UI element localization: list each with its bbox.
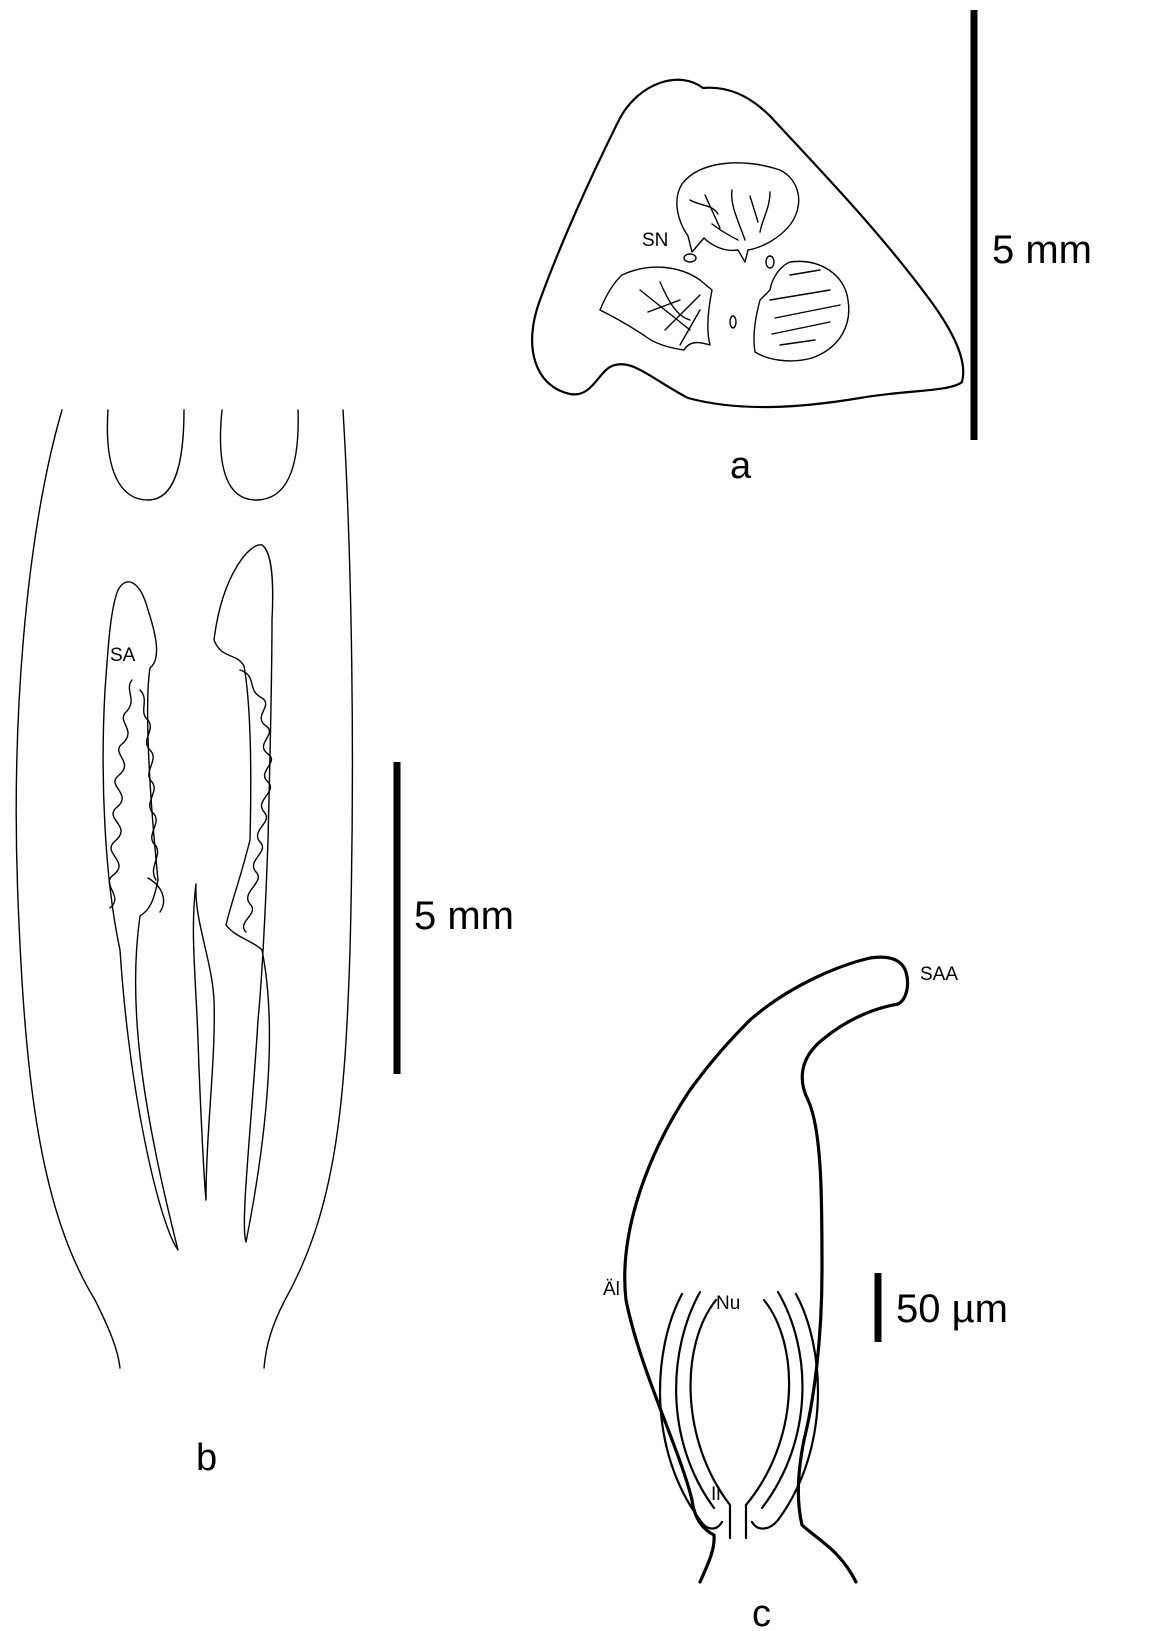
upper-lobe-left — [107, 410, 184, 500]
micropyle-lines — [730, 1505, 746, 1538]
central-mark-2 — [766, 256, 774, 268]
central-mark-1 — [684, 254, 696, 262]
panel-label-c: c — [752, 1593, 771, 1631]
scale-label-b: 5 mm — [414, 894, 514, 938]
left-locule-outline — [103, 582, 178, 1250]
central-mark-3 — [730, 316, 736, 328]
outer-wall-left — [16, 410, 120, 1368]
right-ovules — [240, 670, 271, 932]
scale-label-a: 5 mm — [992, 228, 1092, 272]
scale-label-c: 50 µm — [896, 1287, 1008, 1331]
label-sn: SN — [642, 230, 668, 251]
outer-integument-right — [752, 1294, 818, 1529]
label-sa: SA — [110, 645, 136, 666]
right-locule-outline — [214, 545, 273, 1242]
outer-wall-right — [264, 410, 352, 1368]
inner-integument-right — [762, 1292, 802, 1508]
locule-right-tissue — [770, 270, 840, 345]
ovule-outer-outline — [625, 957, 908, 1582]
panel-label-a: a — [730, 445, 752, 487]
nucellus-left — [691, 1300, 730, 1505]
panel-label-b: b — [196, 1437, 217, 1479]
cross-section-outline — [532, 80, 963, 407]
inner-integument-left — [676, 1292, 714, 1508]
panel-b: SA 5 mm b — [16, 410, 514, 1479]
upper-lobe-right — [220, 410, 298, 500]
label-saa: SAA — [920, 964, 958, 985]
label-ai: Äl — [603, 1279, 620, 1300]
label-nu: Nu — [716, 1293, 740, 1314]
locule-top-tissue — [690, 190, 770, 240]
panel-c: SAA Äl Nu Il 50 µm c — [603, 957, 1008, 1631]
locule-top — [677, 163, 799, 262]
central-column — [193, 884, 214, 1200]
locule-right — [754, 261, 849, 360]
panel-a: SN 5 mm a — [532, 10, 1092, 487]
locule-left-tissue — [640, 282, 700, 345]
label-ii: Il — [711, 1484, 721, 1505]
left-septum-line — [148, 878, 164, 912]
